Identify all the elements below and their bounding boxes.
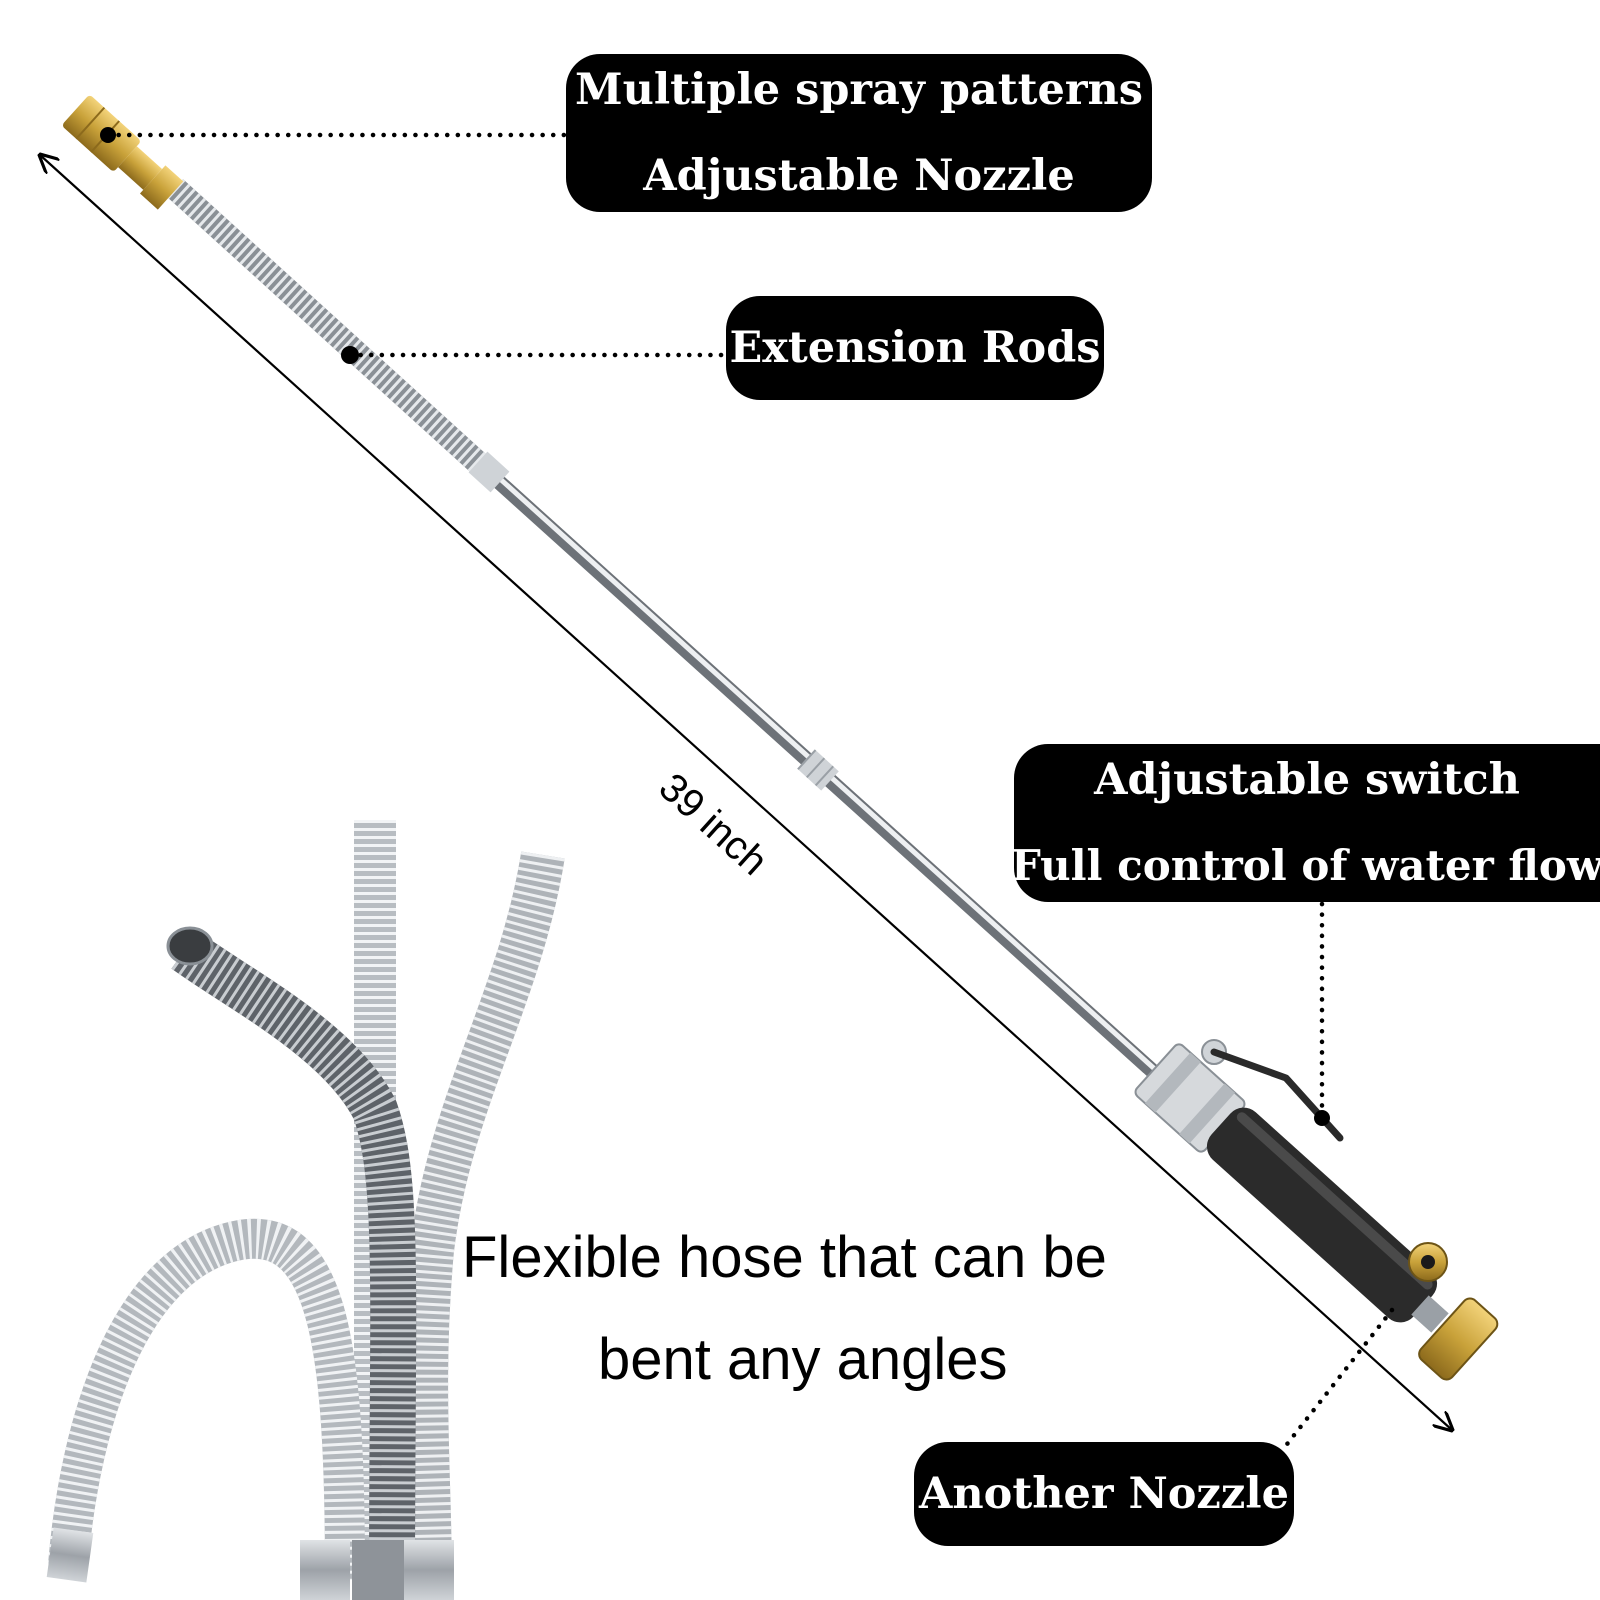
callout-another-nozzle: Another Nozzle xyxy=(914,1442,1294,1546)
foam-grip xyxy=(1206,1107,1438,1323)
callout-rods-line1: Extension Rods xyxy=(729,323,1101,373)
dimension-arrow xyxy=(40,155,1452,1430)
callout-extension-rods: Extension Rods xyxy=(726,296,1104,400)
callout-switch-line2: Full control of water flow xyxy=(1010,841,1600,890)
callout-adjustable-switch: Adjustable switch Full control of water … xyxy=(1011,744,1600,902)
callout-switch-line1: Adjustable switch xyxy=(1094,755,1520,805)
callout-nozzle-line1: Multiple spray patterns xyxy=(574,65,1143,115)
caption-line1: Flexible hose that can be xyxy=(462,1225,1107,1290)
rod-coupling xyxy=(797,749,839,791)
leader-lines xyxy=(105,132,1395,1451)
callout-nozzle-line2: Adjustable Nozzle xyxy=(643,151,1075,201)
leader-dots xyxy=(100,127,1330,1126)
water-wand xyxy=(63,95,1499,1381)
callout-adjustable-nozzle: Multiple spray patterns Adjustable Nozzl… xyxy=(566,54,1152,212)
spray-nozzle xyxy=(63,95,184,210)
hose-end-fittings xyxy=(46,926,454,1600)
flexible-hoses xyxy=(48,820,565,1581)
caption-line2: bent any angles xyxy=(598,1327,1008,1392)
hose-connector xyxy=(1418,1297,1499,1381)
callout-another-line1: Another Nozzle xyxy=(919,1469,1289,1519)
side-nozzle xyxy=(1408,1242,1448,1282)
